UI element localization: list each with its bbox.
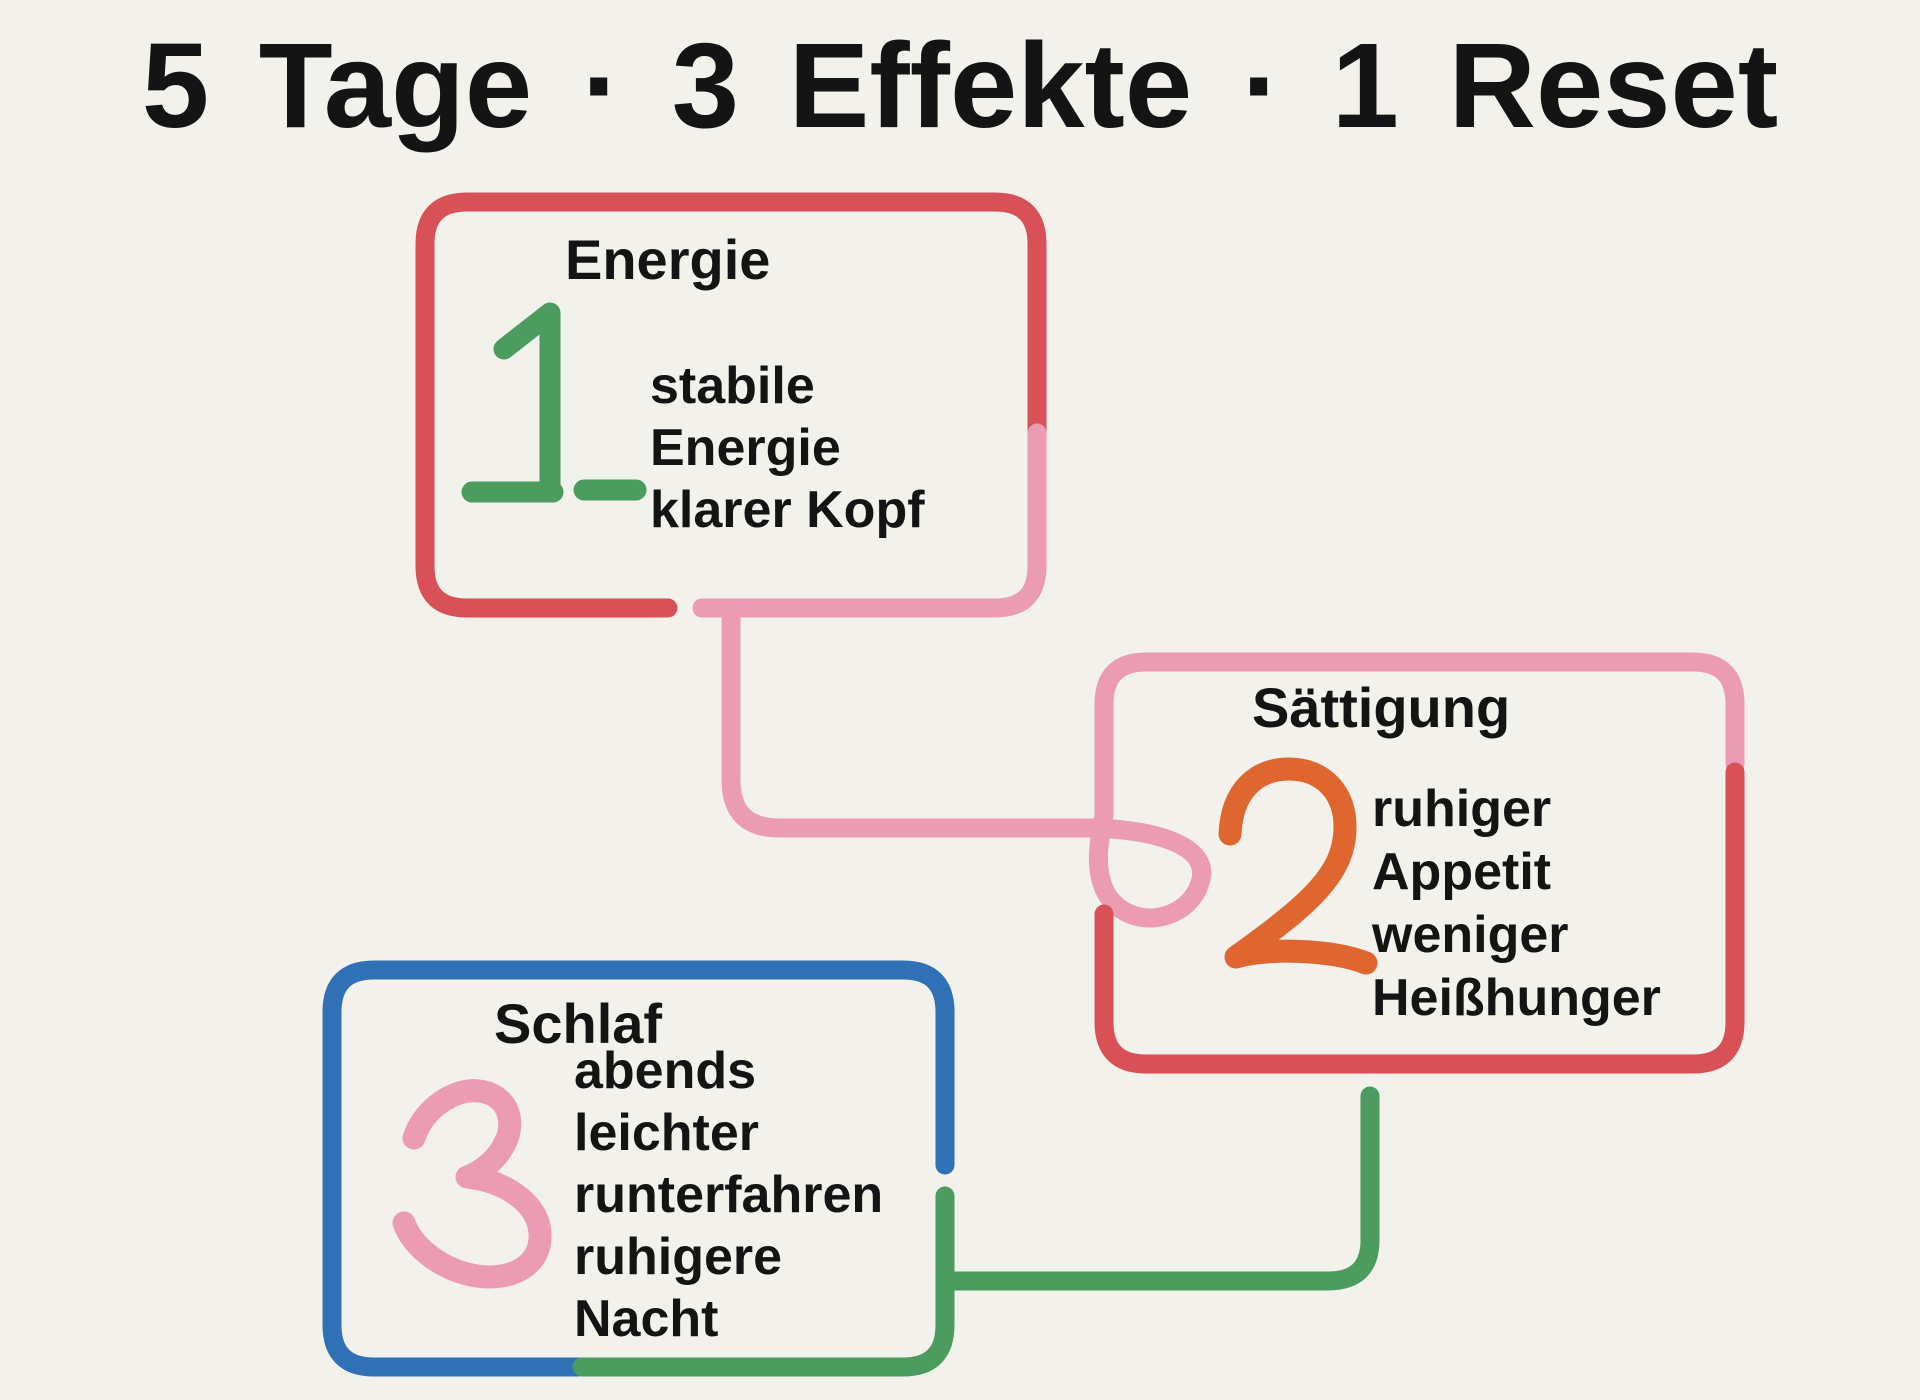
box3-heading: Schlaf bbox=[494, 992, 663, 1055]
box1-border-red bbox=[415, 192, 1047, 618]
page-title: 5 Tage · 3 Effekte · 1 Reset bbox=[141, 17, 1779, 153]
box3-line-2: leichter bbox=[574, 1104, 759, 1162]
box3-line-3: runterfahren bbox=[574, 1166, 884, 1224]
box1-line-3: klarer Kopf bbox=[650, 481, 925, 539]
box3-line-4: ruhigere bbox=[574, 1228, 783, 1286]
box3-border-blue bbox=[322, 960, 955, 1377]
box2-line-4: Heißhunger bbox=[1372, 969, 1661, 1027]
box2-line-3: weniger bbox=[1372, 906, 1569, 964]
box2-body: ruhiger Appetit weniger Heißhunger bbox=[1372, 778, 1661, 1030]
box1-body: stabile Energie klarer Kopf bbox=[650, 355, 925, 541]
box3-line-1: abends bbox=[574, 1042, 757, 1100]
numeral-3 bbox=[392, 1079, 552, 1289]
box1-heading: Energie bbox=[565, 228, 771, 291]
box2-heading: Sättigung bbox=[1252, 676, 1511, 739]
box1-line-2: Energie bbox=[650, 419, 841, 477]
numeral-2 bbox=[1218, 757, 1378, 975]
numeral-1 bbox=[461, 302, 647, 503]
connector-box1-box2-pink bbox=[721, 600, 1745, 928]
box2-border-red bbox=[1094, 762, 1745, 1074]
box1-line-1: stabile bbox=[650, 357, 815, 415]
box2-line-1: ruhiger bbox=[1372, 780, 1552, 838]
box3-line-5: Nacht bbox=[574, 1290, 719, 1348]
connector-box2-box3-green bbox=[942, 1086, 1380, 1291]
box3-body: abends leichter runterfahren ruhigere Na… bbox=[574, 1040, 883, 1350]
box3-border-green bbox=[572, 1186, 955, 1377]
box1-border-pink bbox=[692, 423, 1047, 618]
box2-line-2: Appetit bbox=[1372, 843, 1552, 901]
